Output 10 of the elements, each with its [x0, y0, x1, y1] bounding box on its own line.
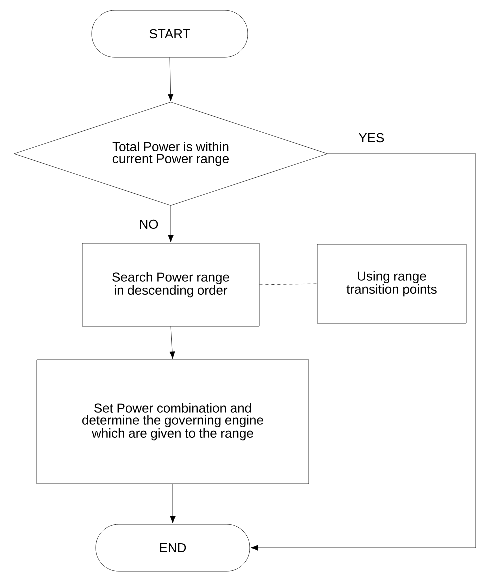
arrow	[168, 206, 174, 243]
process-box: Using range transition points	[317, 244, 467, 324]
process-box: Set Power combination and determine the governing engine which are given to the range	[36, 360, 310, 484]
arrow	[170, 484, 176, 524]
process-box: Search Power range in descending order	[82, 243, 260, 327]
arrow	[168, 58, 174, 102]
arrow	[250, 154, 476, 551]
edge-label: NO	[138, 218, 160, 230]
edge-label: YES	[358, 132, 386, 144]
arrow	[170, 326, 176, 360]
